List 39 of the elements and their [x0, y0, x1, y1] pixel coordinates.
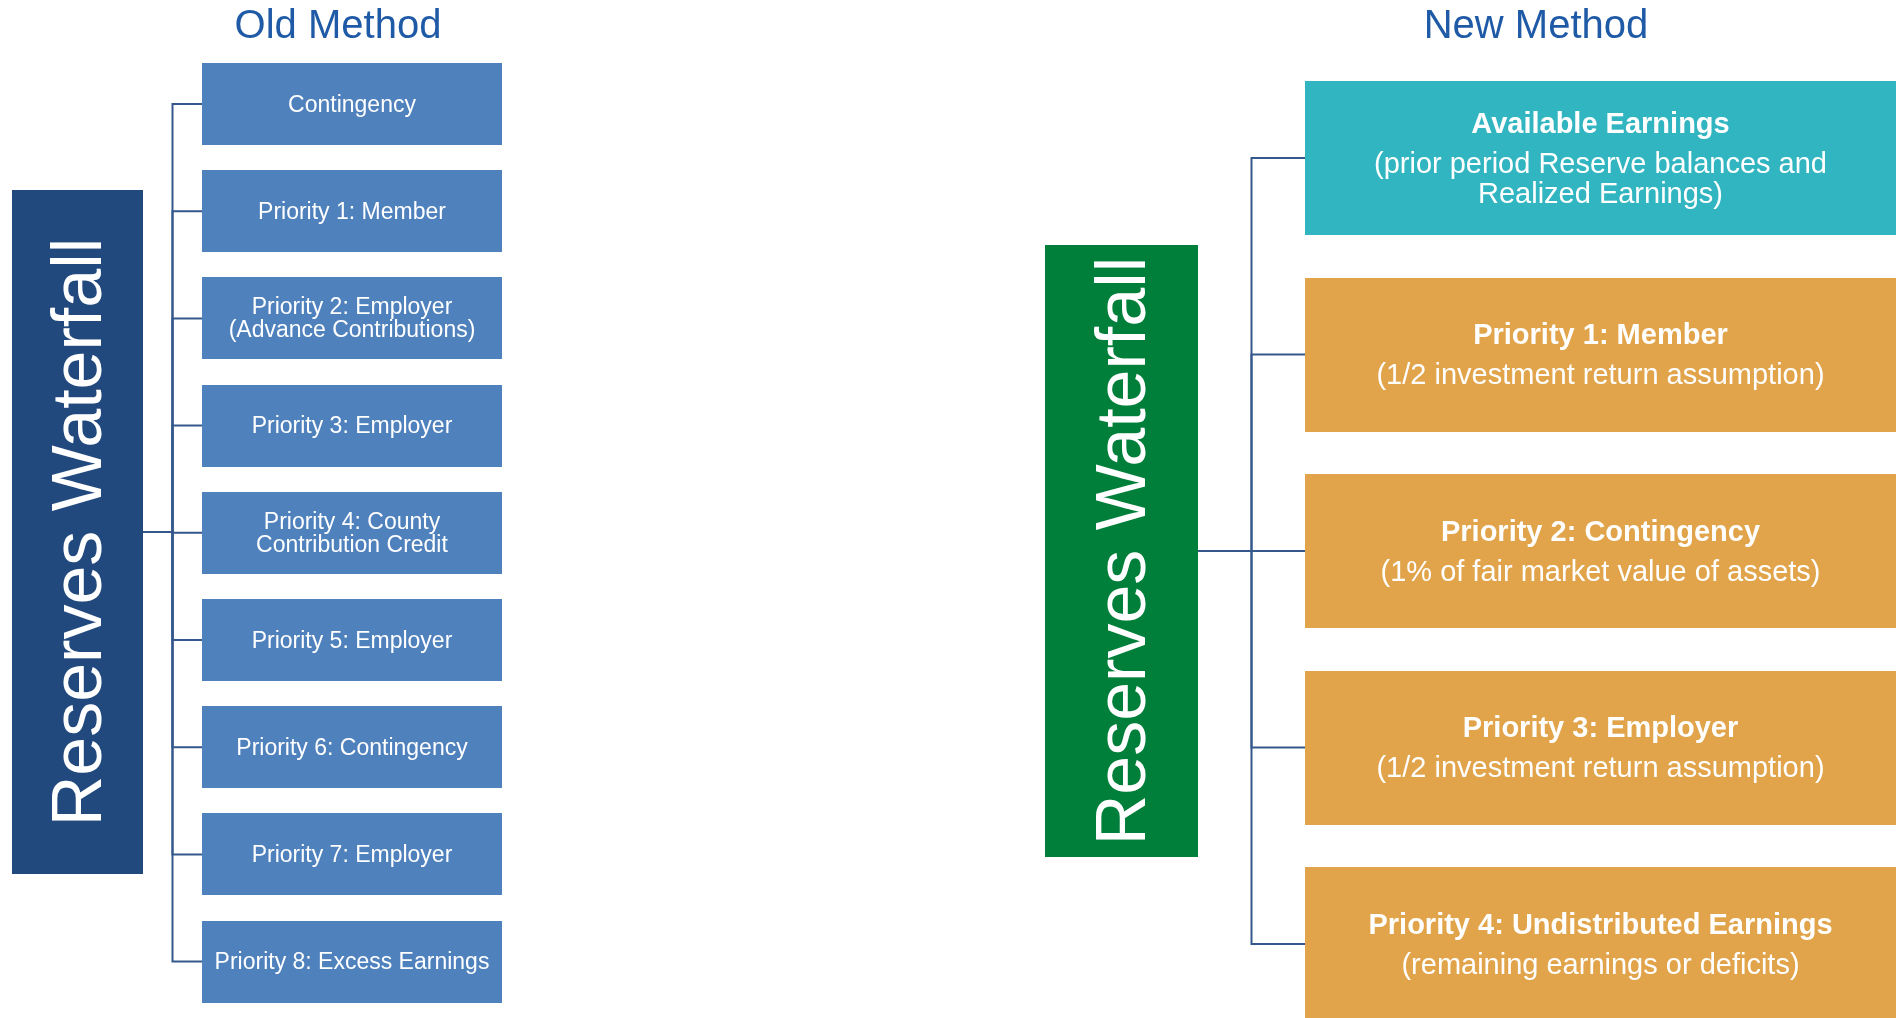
priority-box	[202, 63, 502, 145]
box-description: (1/2 investment return assumption)	[1375, 752, 1826, 783]
priority-box	[202, 491, 502, 574]
box-label: Priority 5: Employer	[250, 628, 454, 652]
priority-box	[202, 384, 502, 467]
box-description: (1/2 investment return assumption)	[1375, 359, 1826, 390]
vertical-title: Reserves Waterfall	[1081, 256, 1162, 846]
title-bar	[1045, 245, 1198, 857]
vertical-title: Reserves Waterfall	[37, 237, 118, 827]
section-heading: Old Method	[234, 2, 442, 47]
box-label: Priority 1: Member	[257, 199, 447, 223]
priority-box	[202, 920, 502, 1003]
box-label: Priority 4: County Contribution Credit	[255, 509, 449, 556]
box-description: (remaining earnings or deficits)	[1400, 948, 1801, 980]
priority-box	[202, 599, 502, 681]
box-label: Priority 7: Employer	[250, 842, 454, 866]
box-description: (prior period Reserve balances and Realized Earnings)	[1373, 147, 1828, 209]
priority-box	[1305, 474, 1896, 628]
priority-box	[202, 706, 502, 789]
box-description: (1% of fair market value of assets)	[1379, 555, 1822, 587]
priority-box	[1305, 670, 1896, 825]
box-heading: Priority 4: Undistributed Earnings	[1368, 908, 1833, 941]
box-label: Priority 8: Excess Earnings	[213, 950, 491, 974]
box-label: Priority 3: Employer	[250, 414, 454, 438]
title-bar	[12, 190, 143, 874]
priority-box	[1305, 867, 1896, 1018]
section-heading: New Method	[1423, 2, 1649, 47]
priority-box	[202, 277, 502, 360]
box-heading: Priority 2: Contingency	[1440, 515, 1760, 548]
box-label: Priority 6: Contingency	[235, 735, 469, 759]
priority-box	[202, 170, 502, 253]
priority-box	[202, 813, 502, 896]
priority-box	[1305, 81, 1896, 235]
box-heading: Available Earnings	[1471, 107, 1730, 140]
box-label: Priority 2: Employer (Advance Contributions)	[227, 295, 477, 342]
box-label: Contingency	[287, 92, 417, 116]
box-heading: Priority 3: Employer	[1462, 712, 1739, 745]
box-heading: Priority 1: Member	[1473, 319, 1728, 352]
priority-box	[1305, 277, 1896, 432]
